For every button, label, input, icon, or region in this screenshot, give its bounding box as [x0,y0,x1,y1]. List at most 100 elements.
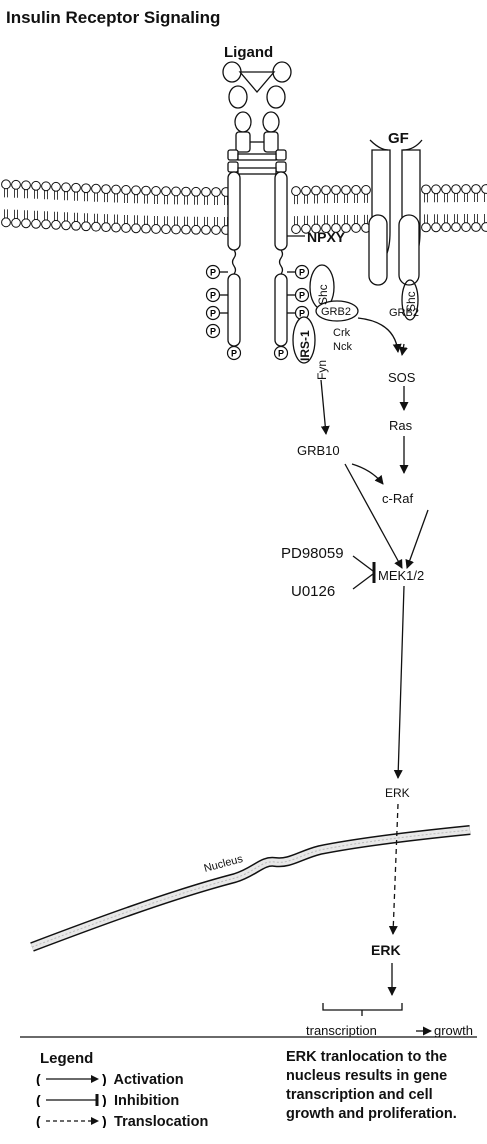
arrow-erk-translocation [393,804,398,934]
lipid-head [12,180,21,189]
lipid-head [192,225,201,234]
inhibition-bar-icon: ( ) [36,1093,110,1107]
lipid-head [352,186,361,195]
lipid-head [22,181,31,190]
insulin-receptor [219,62,296,353]
lipid-head [472,223,481,232]
lipid-head [122,224,131,233]
gf-receptor [369,140,422,285]
lipid-head [292,225,301,234]
lipid-head [472,185,481,194]
lipid-head [182,187,191,196]
lipid-head [132,186,141,195]
arrow-grb2-to-sos [358,318,398,352]
activation-arrow-icon: ( ) [36,1072,110,1086]
lipid-head [312,186,321,195]
lipid-head [182,225,191,234]
lipid-head [62,183,71,192]
lipid-head [102,223,111,232]
arrow-fyn-to-grb10 [321,380,326,434]
svg-text:(: ( [36,1072,41,1086]
phospho-label: P [210,291,216,301]
lipid-head [132,224,141,233]
lipid-head [112,185,121,194]
lipid-head [152,225,161,234]
phospho-label: P [210,309,216,319]
mek-label: MEK1/2 [378,568,424,583]
lipid-head [332,186,341,195]
svg-text:(: ( [36,1093,41,1107]
lipid-head [442,223,451,232]
lipid-head [482,223,487,232]
lipid-head [42,220,51,229]
irs1-label: IRS-1 [298,330,312,361]
sos-label: SOS [388,370,416,385]
lipid-head [462,223,471,232]
grb2-left-label: GRB2 [321,306,351,318]
lipid-head [482,185,487,194]
erk-nucleus-label: ERK [371,942,401,958]
lipid-head [342,186,351,195]
lipid-head [82,222,91,231]
growth-label: growth [434,1023,473,1038]
arrow-craf-to-mek [407,510,428,568]
legend-activation-label: Activation [114,1072,184,1088]
inhibition-pd98059 [353,556,373,571]
lipid-head [302,186,311,195]
ras-label: Ras [389,418,413,433]
lipid-head [142,224,151,233]
lipid-head [52,182,61,191]
fyn-label: Fyn [315,360,329,380]
lipid-head [32,181,41,190]
shc-left-label: Shc [316,284,330,305]
legend-inhibition-row: ( ) Inhibition [36,1093,179,1109]
svg-text:): ) [102,1114,107,1128]
arrow-grb2r-to-sos [402,344,404,355]
crk-label: Crk [333,327,351,339]
translocation-arrow-icon: ( ) [36,1114,110,1128]
lipid-head [162,225,171,234]
lipid-head [462,185,471,194]
lipid-head [352,224,361,233]
lipid-head [2,180,11,189]
lipid-head [432,223,441,232]
svg-text:): ) [102,1093,107,1107]
erk-cytoplasm-label: ERK [385,786,410,800]
legend-inhibition-label: Inhibition [114,1093,179,1109]
arrow-grb10-to-mek [345,464,402,568]
lipid-head [72,183,81,192]
phospho-label: P [278,349,284,359]
lipid-head [102,185,111,194]
svg-text:(: ( [36,1114,41,1128]
lipid-head [92,184,101,193]
lipid-head [442,185,451,194]
grb2-right-label: GRB2 [389,307,419,319]
phospho-label: P [231,349,237,359]
lipid-head [432,185,441,194]
lipid-head [12,218,21,227]
lipid-head [452,185,461,194]
lipid-head [212,226,221,235]
lipid-head [322,186,331,195]
lipid-head [172,225,181,234]
npxy-label: NPXY [307,229,346,245]
lipid-head [422,185,431,194]
legend-activation-row: ( ) Activation [36,1072,184,1088]
legend-translocation-row: ( ) Translocation [36,1114,208,1130]
phospho-label: P [299,268,305,278]
craf-label: c-Raf [382,491,413,506]
pd98059-label: PD98059 [281,545,344,562]
lipid-head [192,187,201,196]
lipid-head [422,223,431,232]
legend-translocation-label: Translocation [114,1114,208,1130]
lipid-head [52,220,61,229]
lipid-head [172,187,181,196]
lipid-head [362,186,371,195]
ligand-label: Ligand [224,44,273,61]
lipid-head [92,222,101,231]
lipid-head [122,186,131,195]
lipid-head [212,188,221,197]
gf-label: GF [388,130,409,147]
phospho-label: P [210,268,216,278]
